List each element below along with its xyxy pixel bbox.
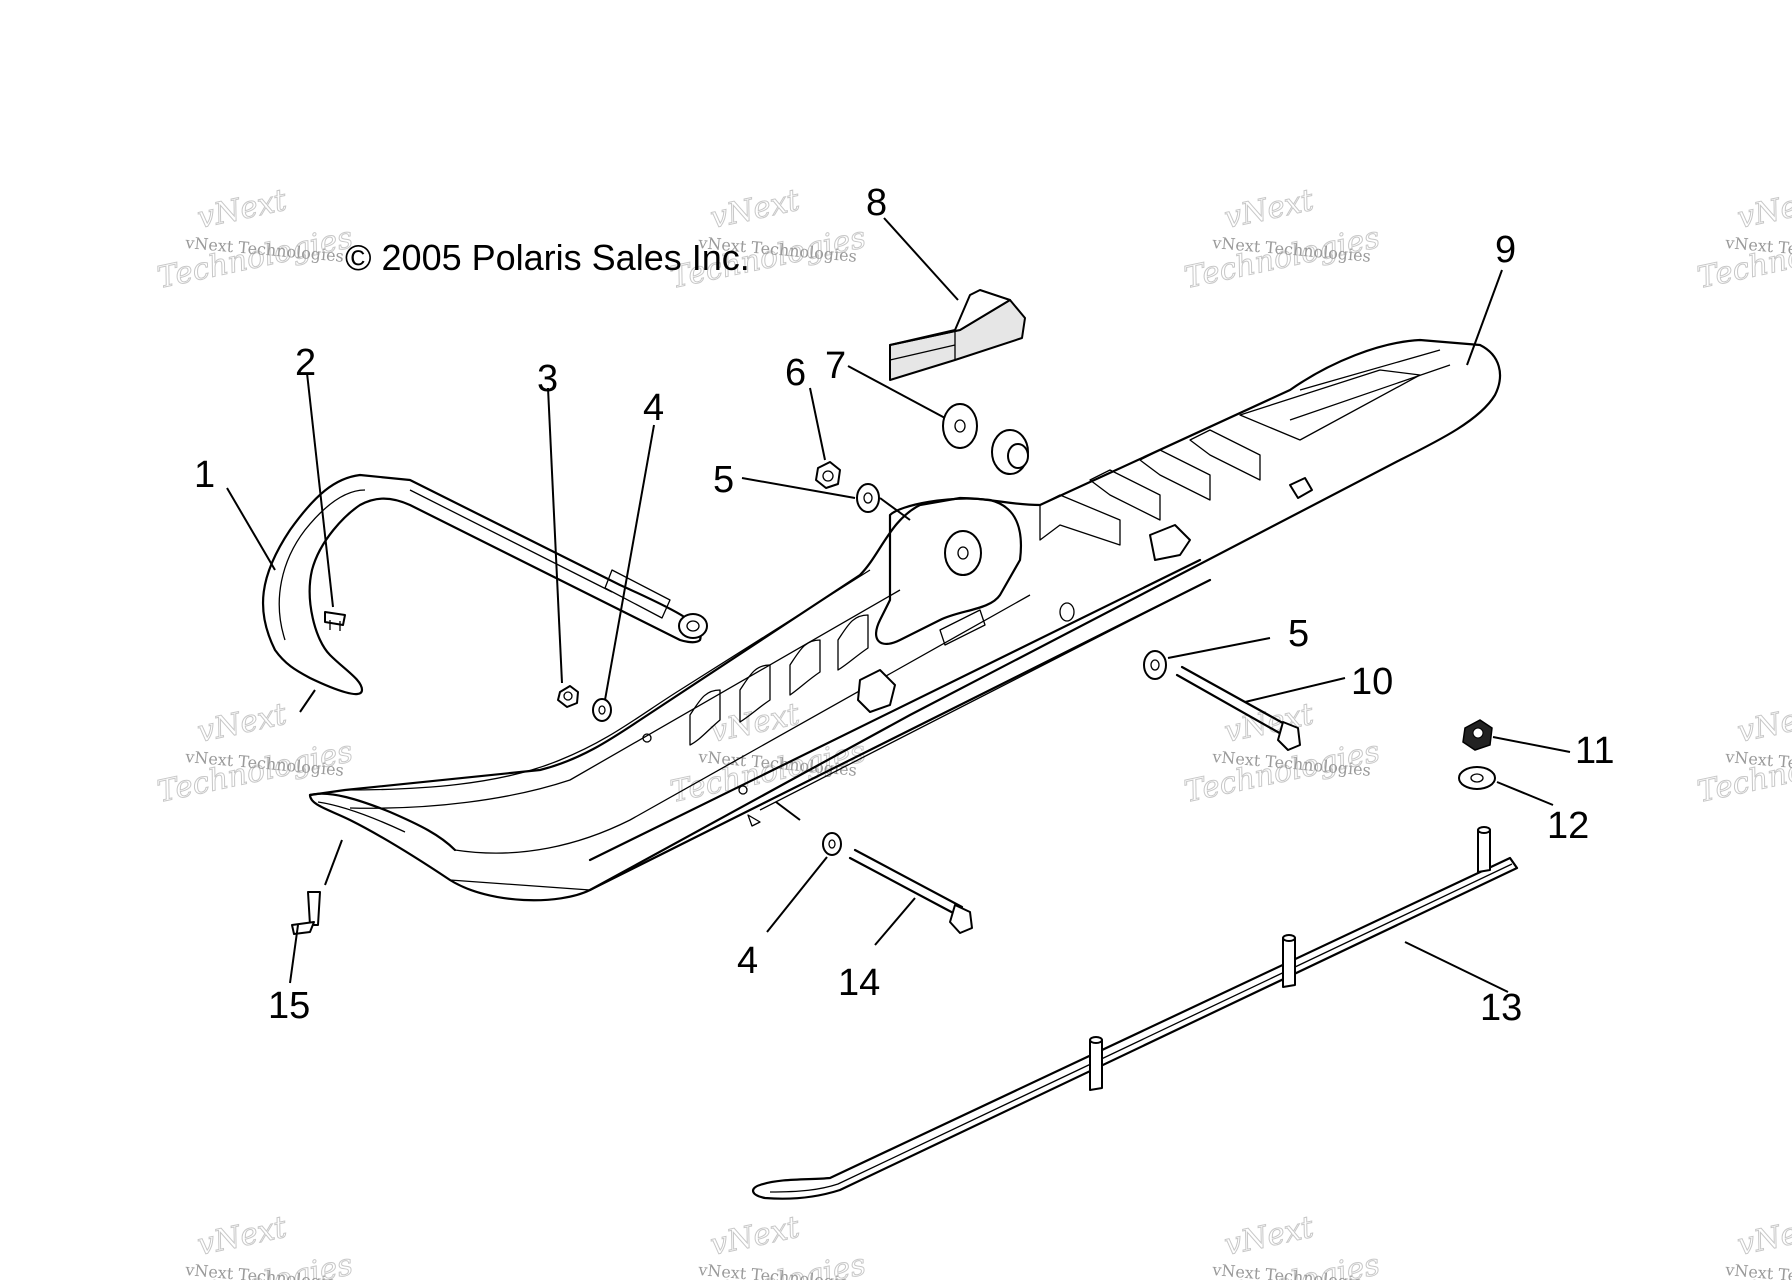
watermark-large-top: vNext xyxy=(194,1210,290,1263)
bushing-7 xyxy=(942,403,1029,475)
watermark-large-top: vNext xyxy=(707,1210,803,1263)
ski-saddle-block xyxy=(889,289,1026,381)
copyright-text: © 2005 Polaris Sales Inc. xyxy=(345,237,750,278)
washer-12 xyxy=(1458,766,1496,790)
callout-2: 2 xyxy=(295,342,316,384)
callout-7: 7 xyxy=(825,345,846,387)
callout-5-top: 5 xyxy=(713,459,734,501)
watermark-large-top: vNext xyxy=(1221,183,1317,236)
watermark-large-top: vNext xyxy=(1221,697,1317,750)
watermark-small: vNext Technologies xyxy=(1724,1260,1792,1280)
callout-13: 13 xyxy=(1480,987,1522,1029)
lock-nut-11 xyxy=(1462,719,1493,751)
wear-bar-13 xyxy=(752,826,1519,1200)
leader-lines xyxy=(226,217,1571,993)
ski-body xyxy=(308,338,1502,902)
ski-handle-loop xyxy=(261,473,708,696)
watermark-large-top: vNext xyxy=(707,697,803,750)
nut-3 xyxy=(557,685,579,708)
callout-4-bottom: 4 xyxy=(737,940,758,982)
watermark-large-top: vNext xyxy=(1734,1210,1792,1263)
watermark-large-top: vNext xyxy=(1734,183,1792,236)
callout-5-side: 5 xyxy=(1288,613,1309,655)
rivet-2 xyxy=(324,611,346,631)
watermark-large-top: vNext xyxy=(707,183,803,236)
nut-6 xyxy=(815,461,841,489)
washer-5-side xyxy=(1143,650,1167,680)
callout-14: 14 xyxy=(838,962,880,1004)
callout-1: 1 xyxy=(194,454,215,496)
callout-15: 15 xyxy=(268,985,310,1027)
watermark-large-top: vNext xyxy=(1734,697,1792,750)
callout-labels: 1 2 3 4 4 5 5 6 7 8 9 10 11 12 13 14 15 xyxy=(194,182,1614,1029)
watermark-large-top: vNext xyxy=(1221,1210,1317,1263)
watermark-large-top: vNext xyxy=(194,183,290,236)
callout-6: 6 xyxy=(785,352,806,394)
watermark-large-top: vNext xyxy=(194,697,290,750)
callout-8: 8 xyxy=(866,182,887,224)
pin-15 xyxy=(291,891,321,935)
washer-4-bottom xyxy=(822,832,842,856)
washer-4-top xyxy=(592,698,612,722)
bolt-10 xyxy=(1175,665,1301,751)
callout-3: 3 xyxy=(537,358,558,400)
callout-9: 9 xyxy=(1495,229,1516,271)
washer-5-top xyxy=(856,483,880,513)
callout-12: 12 xyxy=(1547,805,1589,847)
callout-11: 11 xyxy=(1575,730,1614,772)
bolt-14 xyxy=(848,848,973,934)
callout-4-top: 4 xyxy=(643,387,664,429)
callout-10: 10 xyxy=(1351,661,1393,703)
